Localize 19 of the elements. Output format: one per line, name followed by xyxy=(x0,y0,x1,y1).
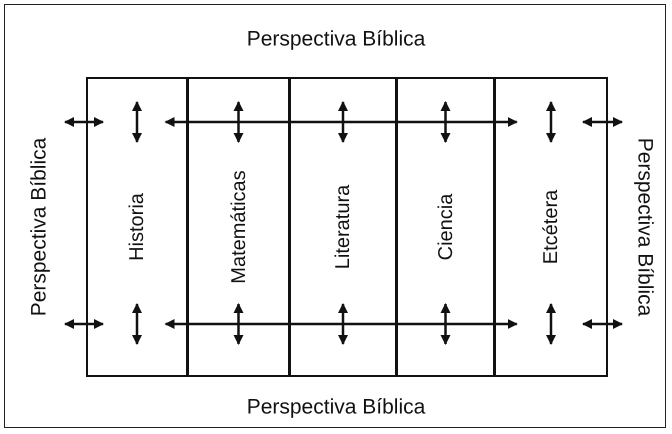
subject-column xyxy=(289,77,397,377)
arrow xyxy=(164,319,238,329)
subject-column xyxy=(396,77,495,377)
column-label: Ciencia xyxy=(436,194,456,260)
column-label: Historia xyxy=(127,193,147,261)
arrow xyxy=(446,117,518,127)
subject-column xyxy=(86,77,188,377)
subject-column xyxy=(494,77,608,377)
column-label: Matemáticas xyxy=(228,170,248,284)
outer-frame xyxy=(4,4,666,428)
arrow xyxy=(164,117,238,127)
heading-text: Perspectiva Bíblica xyxy=(28,138,50,316)
heading-text: Perspectiva Bíblica xyxy=(246,28,426,50)
heading-text: Perspectiva Bíblica xyxy=(634,138,656,316)
arrow xyxy=(446,319,518,329)
heading-text: Perspectiva Bíblica xyxy=(246,396,426,418)
column-label: Literatura xyxy=(333,184,353,270)
subject-column xyxy=(187,77,290,377)
column-label: Etcétera xyxy=(541,190,561,264)
